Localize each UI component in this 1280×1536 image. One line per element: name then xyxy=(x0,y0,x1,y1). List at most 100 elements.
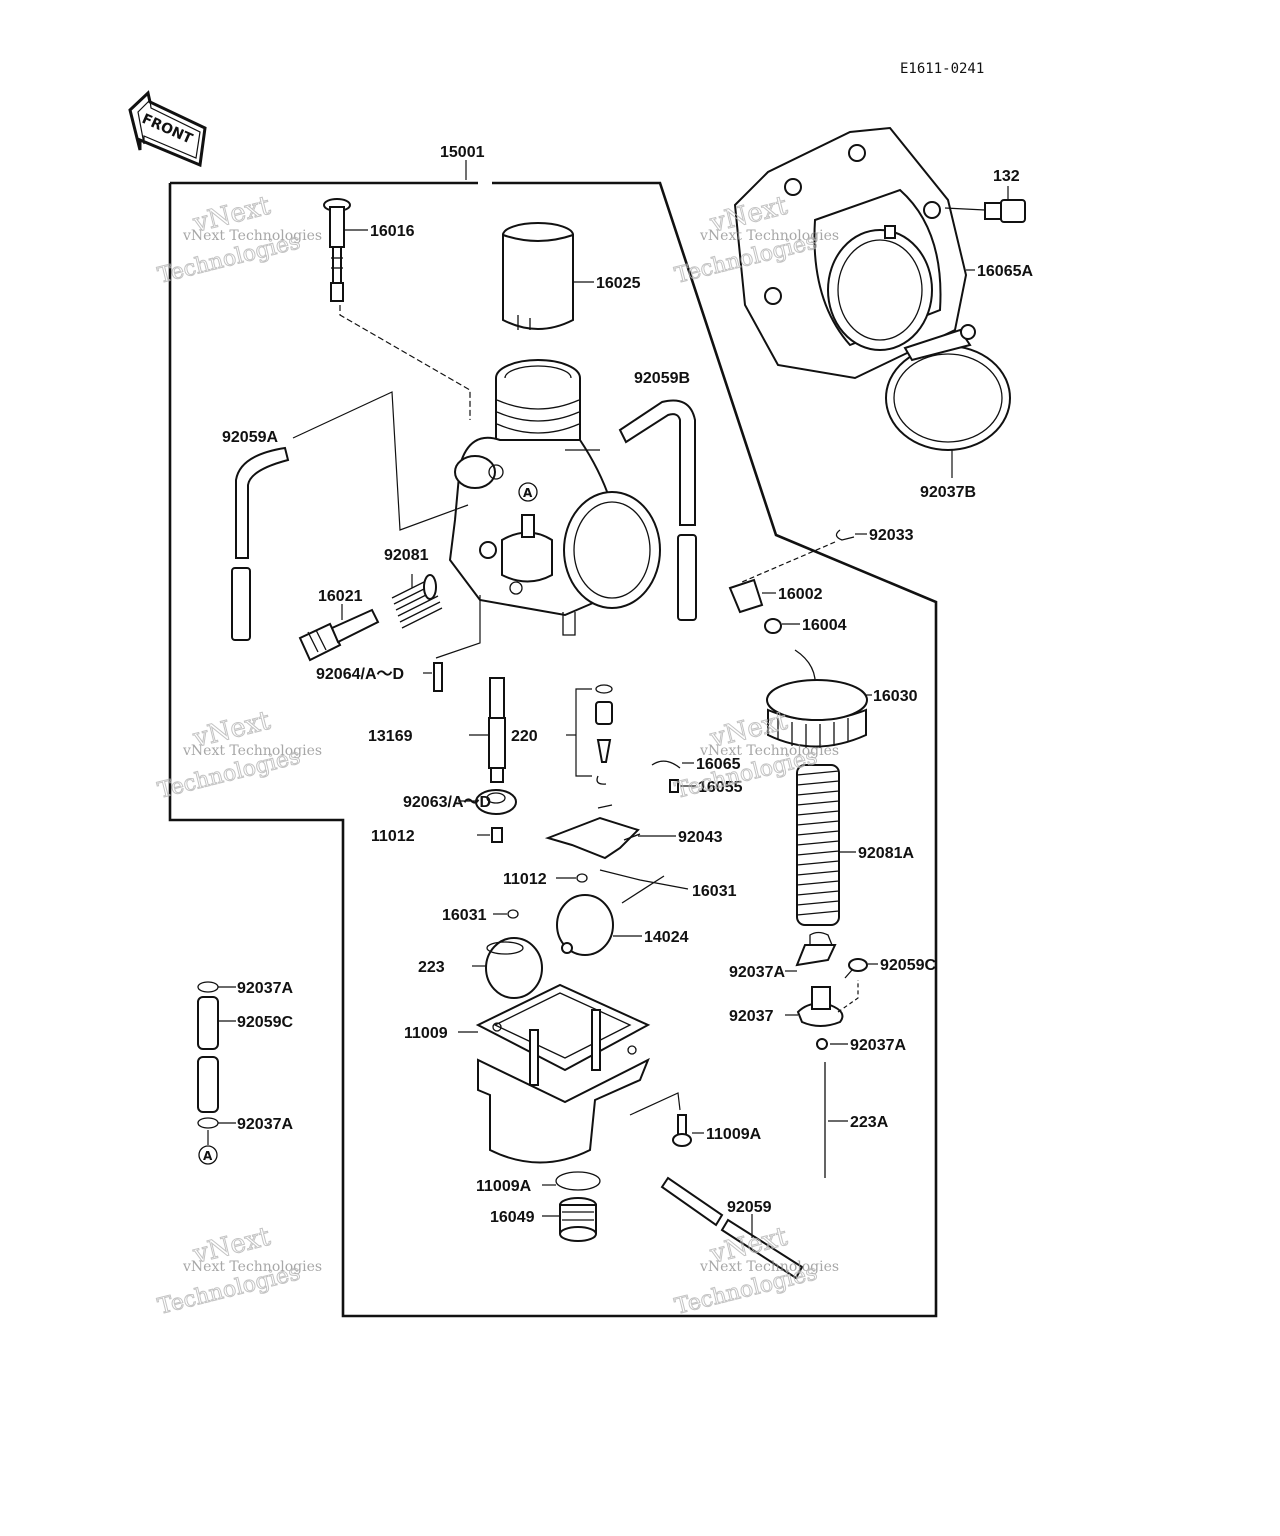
label-11012-b: 16031 xyxy=(442,907,487,924)
label-92037: 92037A xyxy=(850,1037,906,1054)
pilot-jet xyxy=(433,662,443,692)
label-13169: 16065 xyxy=(696,756,741,773)
needle-jet xyxy=(488,677,506,783)
label-15001: 15001 xyxy=(440,144,485,161)
gasket-11009a xyxy=(555,1171,601,1191)
float-16031-b xyxy=(485,937,543,999)
label-16049: 16049 xyxy=(490,1209,535,1226)
label-92015: 16004 xyxy=(802,617,847,634)
mixing-chamber-top xyxy=(766,649,868,748)
label-11012-a: 11012 xyxy=(503,871,547,888)
float-16031-a xyxy=(556,894,614,956)
assembly-outline xyxy=(168,181,938,1318)
bolt-132 xyxy=(944,199,1026,223)
callout-a-text: A xyxy=(523,486,533,500)
cap-16002 xyxy=(728,578,764,614)
callout-a-text-left: A xyxy=(203,1149,213,1163)
label-92033: 92033 xyxy=(869,527,914,544)
throttle-valve xyxy=(502,222,574,330)
float-arm-plate xyxy=(544,804,641,860)
watermark-5: vNext Technologies vNext Technologies xyxy=(155,1221,322,1320)
nut-92015 xyxy=(764,618,782,634)
reference-code: E1611-0241 xyxy=(900,61,984,77)
tube-92059c-lower xyxy=(197,1056,219,1113)
label-92037a-top: 92037A xyxy=(237,980,293,997)
label-92037b: 92037B xyxy=(920,484,976,501)
svg-text:vNext Technologies: vNext Technologies xyxy=(699,228,839,244)
screw-220 xyxy=(669,779,679,793)
label-223a: 11009A xyxy=(706,1126,762,1143)
label-13159: 92037 xyxy=(729,1008,774,1025)
label-16065a: 16065A xyxy=(977,263,1033,280)
svg-text:vNext Technologies: vNext Technologies xyxy=(182,1259,322,1275)
label-92063: 11012 xyxy=(371,828,415,845)
jet-holder-16065 xyxy=(475,789,517,815)
label-11009a: 11009A xyxy=(476,1178,532,1195)
label-16031-a: 14024 xyxy=(644,929,689,946)
drain-plug-16049 xyxy=(559,1197,597,1242)
label-223: 92059C xyxy=(880,957,936,974)
label-16055: 92043 xyxy=(678,829,723,846)
o-ring-11012-b xyxy=(507,909,519,919)
svg-text:vNext Technologies: vNext Technologies xyxy=(182,228,322,244)
front-arrow-icon: FRONT xyxy=(128,90,207,168)
screw-223a xyxy=(672,1114,692,1147)
label-11009: 11009 xyxy=(404,1025,448,1042)
vent-tube-92059b xyxy=(618,399,697,621)
label-16016: 16016 xyxy=(370,223,415,240)
pilot-screw-spring xyxy=(391,574,443,629)
outline-gap xyxy=(478,179,492,187)
callout-a-marker xyxy=(518,482,538,502)
main-jet xyxy=(491,827,503,843)
plate-13169 xyxy=(651,760,681,769)
watermark-3: vNext Technologies vNext Technologies xyxy=(155,705,322,804)
screw-223 xyxy=(844,958,868,979)
label-16065: 92063/A～D xyxy=(403,794,491,811)
svg-text:vNext Technologies: vNext Technologies xyxy=(699,743,839,759)
jet-needle-set xyxy=(575,684,613,785)
callout-a-marker-left xyxy=(198,1145,218,1165)
label-16030: 220 xyxy=(511,728,538,745)
label-132: 132 xyxy=(993,168,1020,185)
label-16025: 16025 xyxy=(596,275,641,292)
ring-92037 xyxy=(816,1038,828,1050)
label-92064: 92064/A～D xyxy=(316,666,404,683)
label-16009: 223A xyxy=(850,1114,889,1131)
float-pin xyxy=(621,875,665,904)
label-92059c: 92059C xyxy=(237,1014,293,1031)
label-92081: 92081 xyxy=(384,547,429,564)
watermark-1: vNext Technologies vNext Technologies xyxy=(155,190,322,289)
pilot-air-screw xyxy=(298,608,380,662)
label-92037a-bottom: 92037A xyxy=(237,1116,293,1133)
label-92059: 92059 xyxy=(727,1199,772,1216)
label-220: 16055 xyxy=(698,779,743,796)
float-bowl xyxy=(475,983,651,1164)
clip-92033 xyxy=(835,529,855,541)
intake-holder xyxy=(733,126,968,380)
label-16021: 16021 xyxy=(318,588,363,605)
label-92043: 16031 xyxy=(692,883,737,900)
hose-clamp xyxy=(885,324,1011,451)
label-16017: 13169 xyxy=(368,728,413,745)
svg-text:vNext Technologies: vNext Technologies xyxy=(182,743,322,759)
o-ring-11012-a xyxy=(576,873,588,883)
label-16004: 16030 xyxy=(873,688,918,705)
o-ring-92037a-bottom xyxy=(197,1117,219,1129)
o-ring-92037a-top xyxy=(197,981,219,993)
svg-text:vNext Technologies: vNext Technologies xyxy=(699,1259,839,1275)
carburetor-body xyxy=(448,359,661,636)
vent-tube-92059a xyxy=(231,446,290,641)
tube-92059c-upper xyxy=(197,996,219,1050)
throttle-spring xyxy=(796,764,840,926)
label-92059b: 92059B xyxy=(634,370,690,387)
watermark-6: vNext Technologies vNext Technologies xyxy=(672,1221,839,1320)
plate-13159 xyxy=(796,986,844,1027)
overflow-tube-92059 xyxy=(660,1176,804,1280)
label-16002: 16002 xyxy=(778,586,823,603)
label-92059a: 92059A xyxy=(222,429,278,446)
cable-holder-14024 xyxy=(795,931,837,967)
throttle-stop-screw xyxy=(323,198,351,302)
label-14024: 92037A xyxy=(729,964,785,981)
label-16031-b: 223 xyxy=(418,959,445,976)
